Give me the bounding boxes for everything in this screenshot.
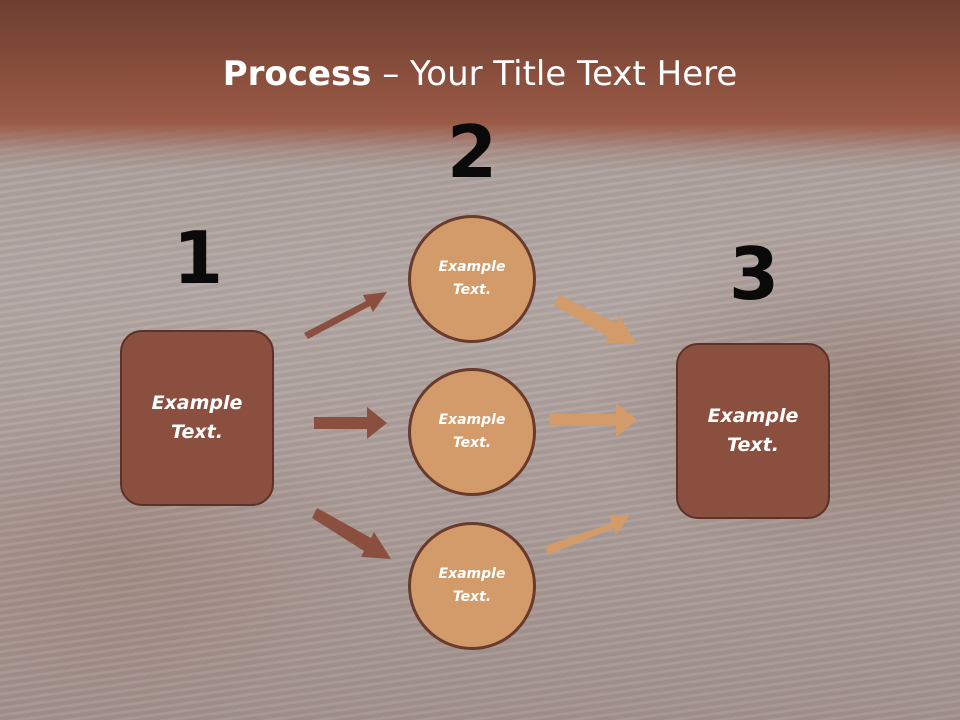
arrow-top-to-right [554,295,637,344]
circle-bottom-label: Example Text. [438,566,506,605]
title-band [0,0,960,170]
title-bold: Process [222,54,372,94]
step-number-3: 3 [728,232,780,316]
arrow-left-to-middle [314,407,387,439]
circle-top-label: Example Text. [438,259,506,298]
right-process-box: Example Text. [676,343,830,519]
arrow-middle-to-right [549,403,637,437]
circle-middle-label: Example Text. [438,412,506,451]
circle-bottom: Example Text. [408,522,536,650]
step-number-2: 2 [446,110,498,194]
circle-middle: Example Text. [408,368,536,496]
arrow-left-to-bottom [312,508,391,559]
slide-title: Process – Your Title Text Here [0,52,960,96]
arrow-left-to-top [304,292,387,339]
right-box-label: Example Text. [707,405,799,456]
left-box-label: Example Text. [151,392,243,443]
left-process-box: Example Text. [120,330,274,506]
circle-top: Example Text. [408,215,536,343]
step-number-1: 1 [172,216,224,300]
arrow-bottom-to-right [545,515,630,555]
title-rest: – Your Title Text Here [371,54,738,94]
